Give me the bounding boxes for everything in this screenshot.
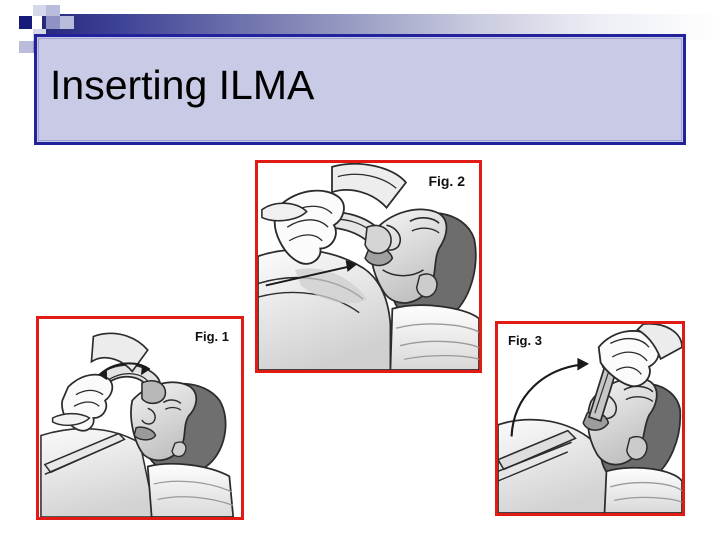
figure-1-illustration — [39, 319, 241, 517]
decor-square-dark — [19, 16, 32, 29]
figure-1[interactable]: Fig. 1 — [36, 316, 244, 520]
decor-square-mid-a — [46, 16, 60, 29]
page-title: Inserting ILMA — [50, 62, 315, 108]
decor-square-light-b — [60, 16, 74, 29]
slide-title-box: Inserting ILMA — [34, 34, 686, 145]
figure-2-label: Fig. 2 — [428, 173, 465, 189]
figure-3-label: Fig. 3 — [508, 333, 542, 348]
figure-1-label: Fig. 1 — [195, 329, 229, 344]
figure-3-illustration — [498, 324, 682, 513]
decor-square-pale-a — [33, 5, 46, 16]
figure-3[interactable]: Fig. 3 — [495, 321, 685, 516]
figure-2-illustration — [258, 163, 479, 370]
decor-square-light-a — [46, 5, 60, 16]
figure-2[interactable]: Fig. 2 — [255, 160, 482, 373]
decor-square-light-c — [19, 41, 33, 53]
